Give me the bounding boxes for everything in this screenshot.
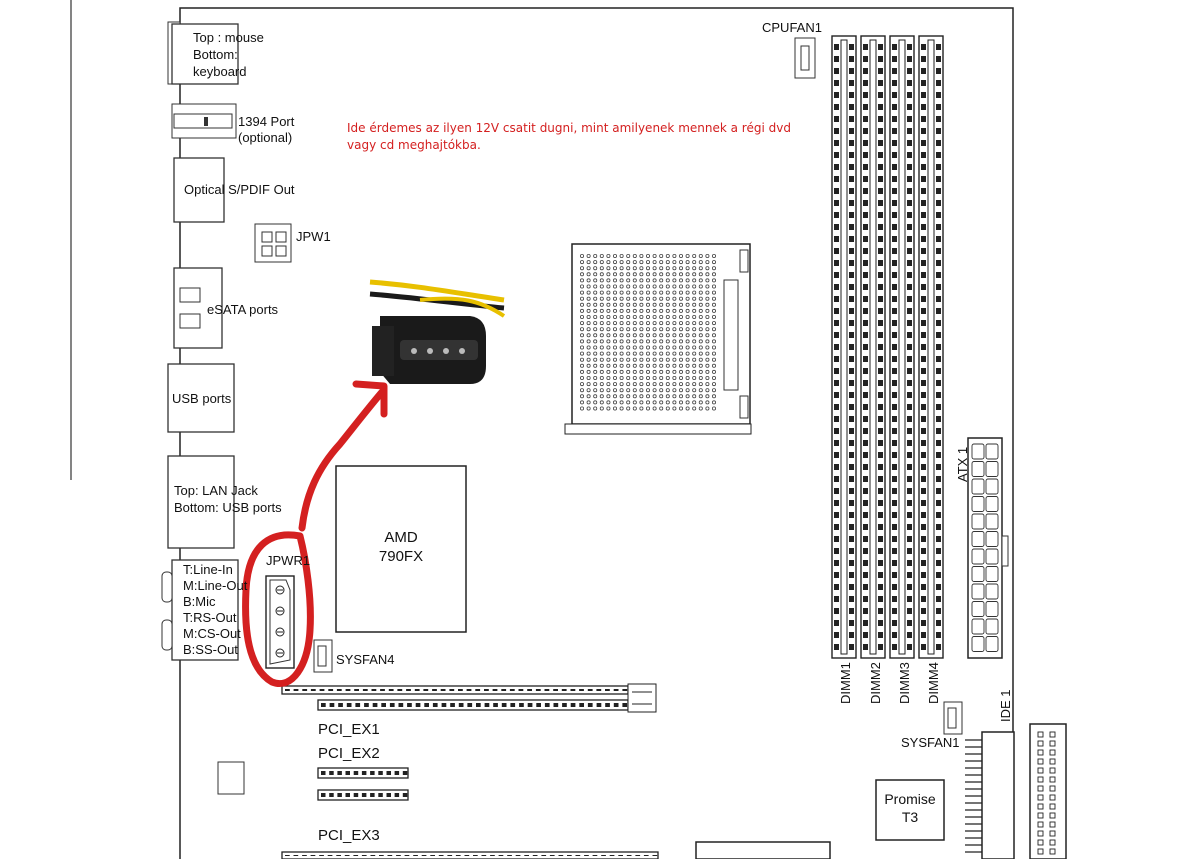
dimm4-label: DIMM4 (926, 662, 941, 704)
jpwr1-pins (275, 585, 285, 658)
dimm2-label: DIMM2 (868, 662, 883, 704)
promise-chip-label: Promise T3 (884, 791, 936, 825)
pci-ex3-label: PCI_EX3 (318, 827, 380, 844)
cpufan1-label: CPUFAN1 (762, 20, 822, 35)
esata-label: eSATA ports (207, 302, 279, 317)
port-1394-label: 1394 Port (optional) (238, 114, 295, 145)
molex-connector-photo (369, 279, 506, 384)
ide1-label: IDE 1 (998, 689, 1013, 722)
sysfan4-label: SYSFAN4 (336, 652, 395, 667)
jpw1-label: JPW1 (296, 229, 331, 244)
lan-usb-label: Top: LAN Jack Bottom: USB ports (174, 483, 282, 515)
audio-jacks-label: T:Line-In M:Line-Out B:Mic T:RS-Out M:CS… (183, 562, 248, 657)
chipset-label: AMD 790FX (378, 529, 424, 565)
dimm1-label: DIMM1 (838, 662, 853, 704)
red-annotation-drawing (242, 380, 388, 687)
pci-ex2-label: PCI_EX2 (318, 745, 380, 762)
pci-ex1-label: PCI_EX1 (318, 721, 380, 738)
sysfan1-label: SYSFAN1 (901, 735, 960, 750)
optical-spdif-label: Optical S/PDIF Out (184, 182, 295, 197)
atx-connector (967, 437, 1009, 659)
atx1-label: ATX 1 (955, 446, 970, 482)
annotation-note: Ide érdemes az ilyen 12V csatit dugni, m… (347, 121, 791, 152)
mouse-keyboard-label: Top : mouse Bottom: keyboard (193, 30, 264, 79)
dimm-slots-drawing (831, 35, 944, 659)
pci-slots (281, 683, 659, 859)
usb-ports-label: USB ports (172, 391, 232, 406)
jpwr1-label: JPWR1 (266, 553, 311, 568)
cpu-socket (564, 243, 752, 435)
dimm3-label: DIMM3 (897, 662, 912, 704)
